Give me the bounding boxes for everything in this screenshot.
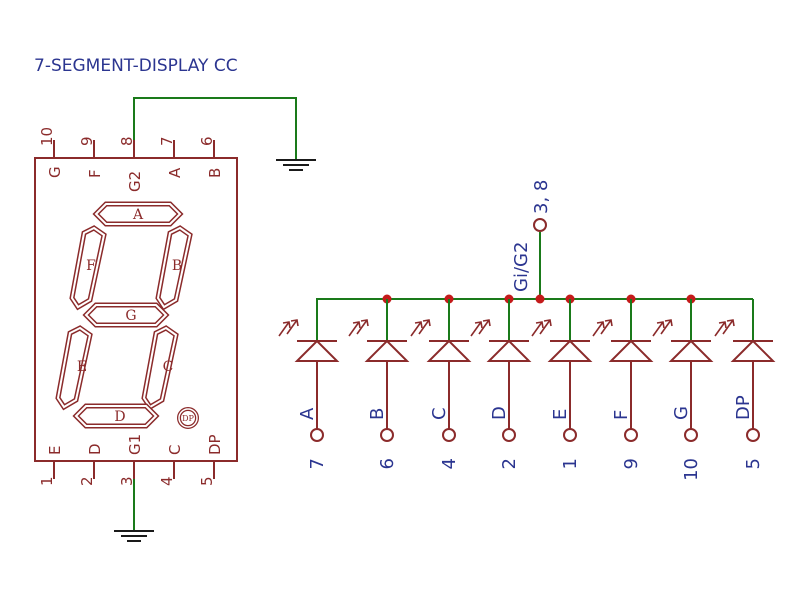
led-diode-c: C4 xyxy=(410,299,472,469)
diode-label-f: F xyxy=(611,410,632,420)
diode-pin-f: 9 xyxy=(621,458,642,469)
pin-name-top-1: G xyxy=(46,166,64,178)
diode-label-a: A xyxy=(297,407,318,420)
diode-pin-g: 10 xyxy=(681,458,702,481)
pin-name-top-4: A xyxy=(166,167,184,178)
pin-name-bottom-4: C xyxy=(166,445,184,455)
segment-e xyxy=(55,325,93,411)
led-diode-dp: DP 5 xyxy=(714,299,776,469)
wire-g2-to-ground xyxy=(133,97,297,160)
pin-number-top-1: 10 xyxy=(38,127,56,146)
diode-label-g: G xyxy=(671,406,692,420)
segment-label-e: E xyxy=(77,359,87,375)
top-pin-stubs xyxy=(53,140,215,158)
diode-pin-a: 7 xyxy=(307,458,328,469)
segment-label-b: B xyxy=(172,258,182,274)
segment-f xyxy=(69,225,107,311)
pin-number-top-4: 7 xyxy=(158,136,176,146)
pin-number-top-5: 6 xyxy=(198,136,216,146)
segment-dp xyxy=(177,407,199,429)
segment-label-f: F xyxy=(86,258,96,274)
diode-label-b: B xyxy=(367,408,388,420)
display-package xyxy=(34,157,238,462)
segment-d xyxy=(72,403,160,429)
segment-g xyxy=(82,302,170,328)
pin-number-bottom-5: 5 xyxy=(198,476,216,486)
segment-b xyxy=(155,225,193,311)
diode-label-c: C xyxy=(429,407,450,420)
pin-name-top-5: B xyxy=(206,168,224,178)
led-diode-d: D2 xyxy=(470,299,532,469)
diode-pin-b: 6 xyxy=(377,458,398,469)
pin-number-bottom-4: 4 xyxy=(158,476,176,486)
pin-name-top-2: F xyxy=(86,169,104,178)
segment-label-c: C xyxy=(163,359,174,375)
diode-label-e: E xyxy=(550,409,571,420)
segment-label-a: A xyxy=(132,207,144,223)
common-net-label: Gi/G2 xyxy=(511,242,532,292)
bottom-pin-stubs xyxy=(53,461,215,479)
pin-name-bottom-3: G1 xyxy=(126,434,144,455)
diode-pin-d: 2 xyxy=(499,458,520,469)
diode-label-d: D xyxy=(489,406,510,420)
pin-number-bottom-2: 2 xyxy=(78,476,96,486)
diagram-title: 7-SEGMENT-DISPLAY CC xyxy=(34,56,238,76)
led-diode-g: G 10 xyxy=(652,299,714,481)
pin-name-bottom-5: DP xyxy=(206,434,224,455)
led-diode-f: F9 xyxy=(592,299,654,469)
led-diode-a: A7 xyxy=(278,299,340,469)
diode-pin-dp: 5 xyxy=(743,458,764,469)
pin-name-bottom-2: D xyxy=(86,443,104,455)
led-diode-e: E1 xyxy=(531,299,593,469)
common-pin-terminal xyxy=(533,218,547,232)
pin-number-bottom-1: 1 xyxy=(38,476,56,486)
pin-number-top-3: 8 xyxy=(118,136,136,146)
segment-label-g: G xyxy=(125,308,136,324)
ground-icon xyxy=(114,530,154,542)
diode-pin-e: 1 xyxy=(560,458,581,469)
diode-pin-c: 4 xyxy=(439,458,460,469)
led-diode-b: B6 xyxy=(348,299,410,469)
segment-label-d: D xyxy=(114,409,125,425)
segment-a xyxy=(92,201,184,227)
pin-name-top-3: G2 xyxy=(126,171,144,192)
pin-name-bottom-1: E xyxy=(46,446,64,455)
pin-number-top-2: 9 xyxy=(78,136,96,146)
diode-label-dp: DP xyxy=(733,395,754,420)
pin-number-bottom-3: 3 xyxy=(118,476,136,486)
ground-icon xyxy=(276,159,316,171)
common-pin-numbers: 3, 8 xyxy=(531,180,552,214)
segment-label-dp: DP xyxy=(182,414,194,423)
